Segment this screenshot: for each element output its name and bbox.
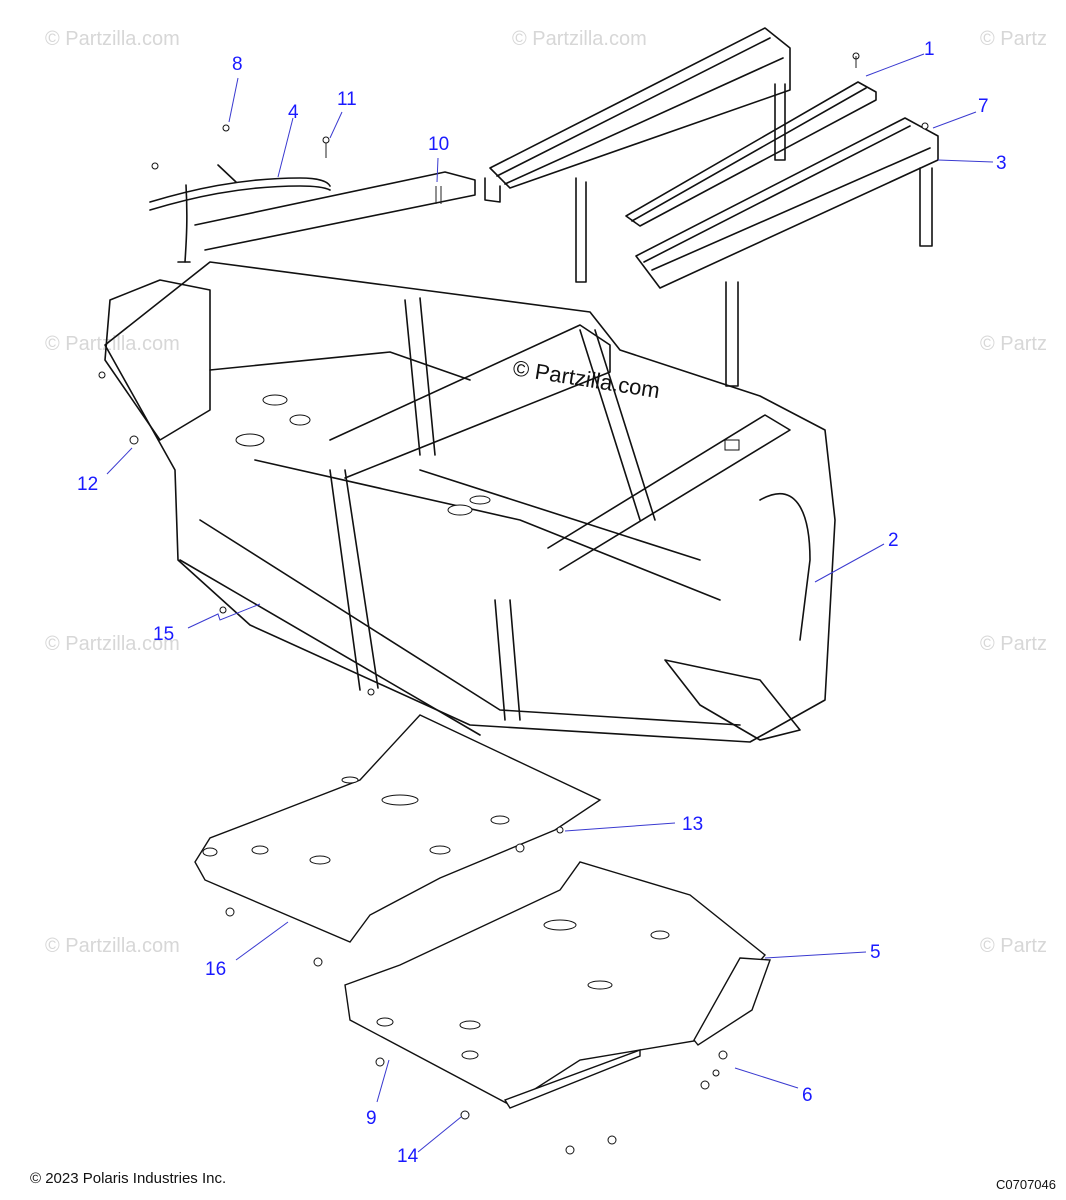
watermark-text: © Partz	[980, 935, 1047, 957]
callout-13: 13	[682, 814, 703, 835]
callout-16: 16	[205, 959, 226, 980]
leader-line-13	[564, 822, 676, 832]
leader-line-2	[814, 543, 885, 583]
leader-line-14	[417, 1116, 462, 1153]
leader-line-3	[937, 159, 994, 163]
leader-line-7	[932, 111, 977, 129]
leader-line-16	[235, 921, 289, 961]
leader-lines	[106, 53, 994, 1153]
rear-skid-plate-part	[344, 861, 771, 1155]
callout-1: 1	[924, 39, 935, 60]
main-frame-part	[104, 171, 836, 743]
leader-line-4	[277, 117, 294, 178]
drawing-code: C0707046	[996, 1177, 1056, 1192]
callout-3: 3	[996, 153, 1007, 174]
front-skid-plate-part	[194, 714, 602, 967]
watermark-text: © Partzilla.com	[512, 28, 647, 50]
watermark-text: © Partz	[980, 633, 1047, 655]
callout-7: 7	[978, 96, 989, 117]
roof-rack-center-bar-part	[625, 52, 877, 227]
leader-line-1	[865, 53, 925, 77]
center-watermark: © Partzilla.com	[511, 355, 661, 403]
callout-15: 15	[153, 624, 174, 645]
front-brace-part	[149, 124, 331, 263]
watermark-text: © Partzilla.com	[45, 633, 180, 655]
leader-line-8	[228, 77, 239, 123]
watermark-text: © Partzilla.com	[45, 28, 180, 50]
watermark-text: © Partz	[980, 333, 1047, 355]
leader-line-9	[376, 1059, 390, 1103]
callout-10: 10	[428, 134, 449, 155]
leader-line-11	[329, 111, 343, 139]
callout-11: 11	[337, 89, 357, 110]
callout-2: 2	[888, 530, 899, 551]
watermark-text: © Partzilla.com	[45, 333, 180, 355]
callout-6: 6	[802, 1085, 813, 1106]
callout-8: 8	[232, 54, 243, 75]
leader-line-15	[187, 603, 261, 629]
leader-line-10	[436, 157, 439, 183]
callout-12: 12	[77, 474, 98, 495]
callout-14: 14	[397, 1146, 419, 1167]
roof-rack-rear-part	[635, 117, 939, 387]
leader-line-12	[106, 447, 133, 475]
leader-line-6	[734, 1067, 799, 1089]
callout-4: 4	[288, 102, 299, 123]
leader-line-5	[764, 951, 867, 959]
watermark-text: © Partz	[980, 28, 1047, 50]
roof-rack-front-part	[484, 27, 791, 283]
callout-5: 5	[870, 942, 881, 963]
callout-9: 9	[366, 1108, 377, 1129]
callouts: 1 2 3 4 5 6 7 8 9 10 11 12 13 14 15 16	[77, 39, 1007, 1167]
watermark-text: © Partzilla.com	[45, 935, 180, 957]
fasteners	[98, 122, 929, 1077]
copyright-text: © 2023 Polaris Industries Inc.	[30, 1170, 227, 1187]
